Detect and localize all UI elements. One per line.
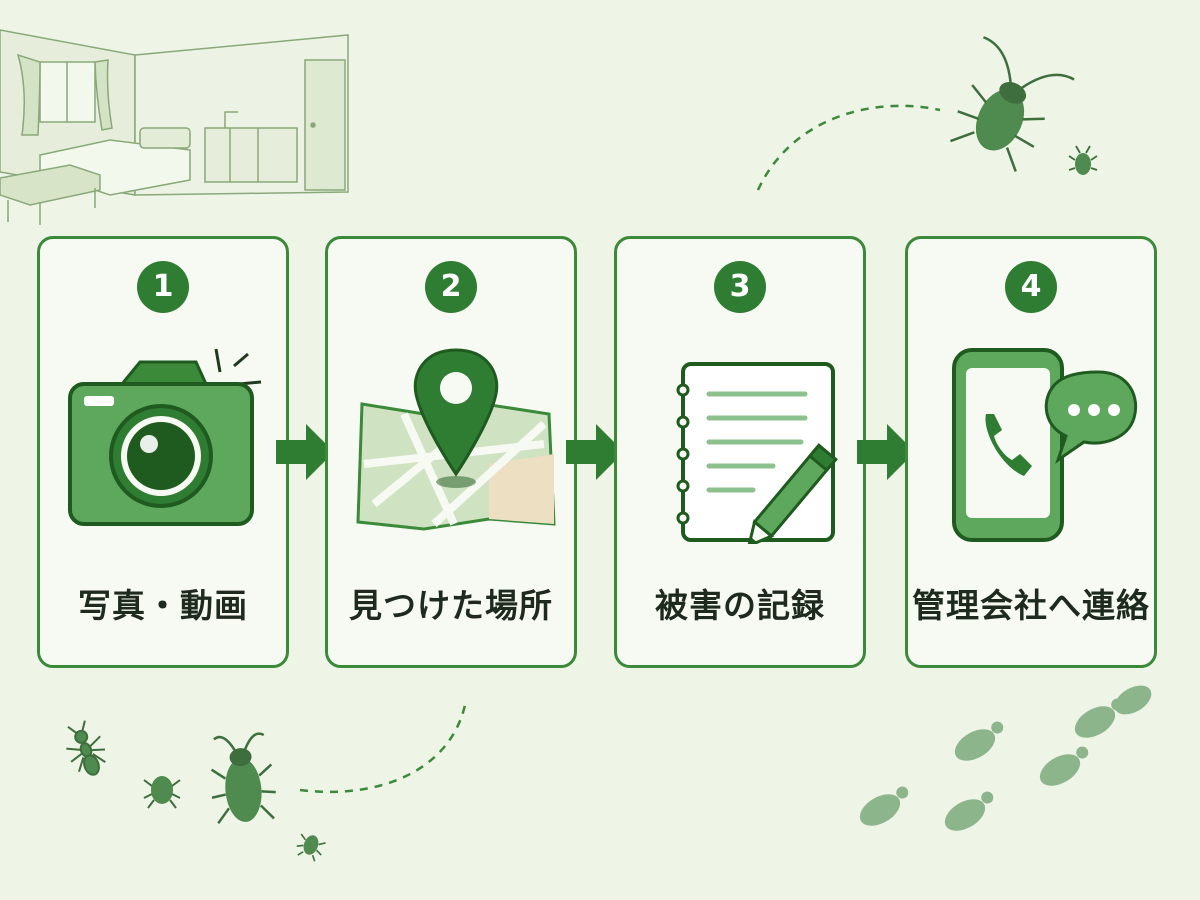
room-illustration	[0, 29, 349, 225]
step-number-badge: 2	[425, 261, 477, 313]
notebook-pencil-icon	[676, 362, 838, 544]
bug-icon	[1068, 145, 1098, 175]
step-number-badge: 3	[714, 261, 766, 313]
cockroach-icon	[210, 732, 276, 825]
bug-icon	[143, 776, 181, 809]
ant-icon	[66, 720, 106, 776]
dashed-path	[756, 104, 941, 191]
map-pin-icon	[356, 348, 556, 531]
step-card-4: 4 管理会社へ連絡	[905, 236, 1157, 668]
footprints-icon	[859, 685, 1152, 831]
cockroach-icon	[950, 36, 1075, 172]
step-label: 見つけた場所	[349, 586, 553, 625]
arrow-right-icon	[857, 424, 915, 480]
step-card-3: 3 被害の記録	[614, 236, 866, 668]
dashed-path	[299, 704, 467, 794]
arrow-right-icon	[276, 424, 334, 480]
step-number-badge: 1	[137, 261, 189, 313]
phone-chat-icon	[952, 348, 1138, 542]
step-number-badge: 4	[1005, 261, 1057, 313]
step-card-1: 1 写真・動画	[37, 236, 289, 668]
camera-icon	[68, 348, 262, 526]
step-label: 被害の記録	[655, 586, 825, 625]
arrow-right-icon	[566, 424, 624, 480]
bug-icon	[296, 833, 326, 862]
step-card-2: 2 見つけた場所	[325, 236, 577, 668]
step-label: 管理会社へ連絡	[912, 586, 1150, 625]
step-label: 写真・動画	[78, 586, 248, 625]
